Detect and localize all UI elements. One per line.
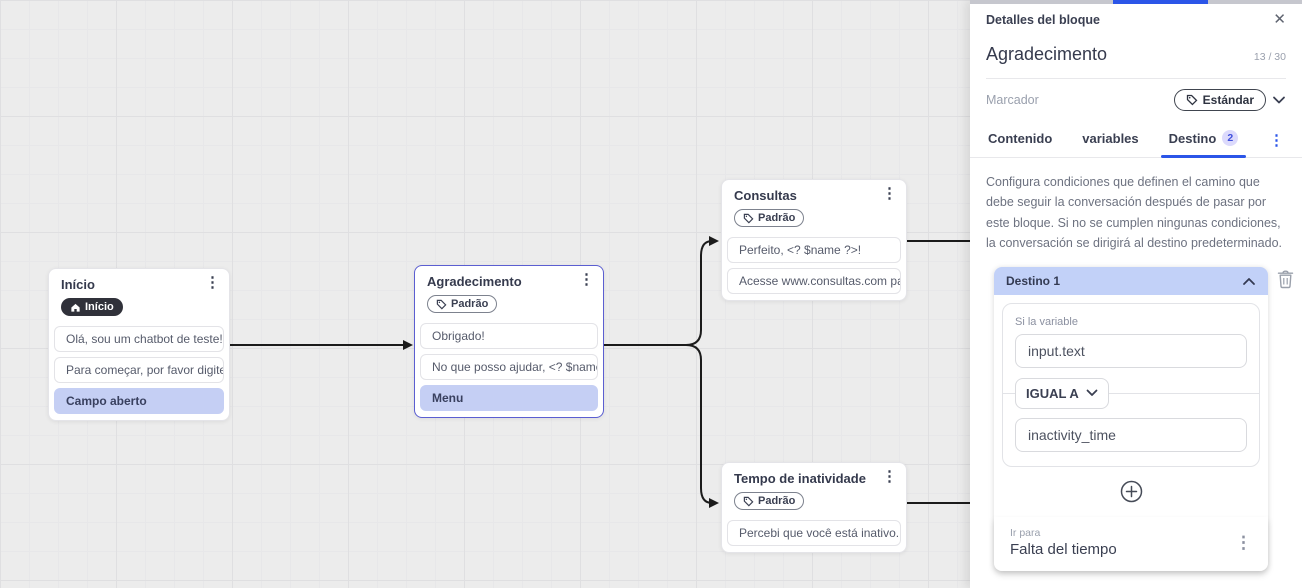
node-title: Início bbox=[61, 277, 95, 292]
goto-label: Ir para bbox=[1010, 527, 1041, 539]
marker-tag-pill[interactable]: Estándar bbox=[1173, 89, 1266, 111]
message-rows: Perfeito, <? $name ?>! Acesse www.consul… bbox=[727, 236, 901, 294]
node-type-badge: Padrão bbox=[427, 295, 498, 313]
destino-section: Destino 1 Si la variable IGUAL A bbox=[970, 265, 1302, 571]
node-title: Tempo de inatividade bbox=[734, 471, 866, 486]
node-header: Consultas ⋮ bbox=[727, 186, 901, 203]
destino-count-badge: 2 bbox=[1222, 130, 1239, 146]
open-field-row[interactable]: Campo aberto bbox=[54, 387, 224, 414]
operator-label: IGUAL A bbox=[1026, 385, 1079, 401]
delete-destino-button[interactable] bbox=[1277, 270, 1294, 294]
tab-label: Contenido bbox=[988, 131, 1053, 146]
block-name[interactable]: Agradecimento bbox=[986, 44, 1108, 64]
message-row[interactable]: Obrigado! bbox=[420, 322, 598, 349]
marker-placeholder[interactable]: Marcador bbox=[986, 93, 1039, 107]
destino-description: Configura condiciones que definen el cam… bbox=[986, 175, 1282, 250]
panel-tabs: Contenido variables Destino 2 ⋮ bbox=[970, 120, 1302, 158]
node-title: Agradecimento bbox=[427, 274, 522, 289]
variable-input[interactable] bbox=[1015, 334, 1247, 368]
message-row[interactable]: Para começar, por favor digite o ... bbox=[54, 356, 224, 383]
tag-icon bbox=[743, 213, 754, 223]
badge-label: Padrão bbox=[451, 298, 489, 310]
message-rows: Obrigado! No que posso ajudar, <? $name … bbox=[420, 322, 598, 411]
tag-icon bbox=[436, 299, 447, 309]
destino-card-body: Si la variable IGUAL A bbox=[994, 295, 1268, 571]
chevron-down-icon[interactable] bbox=[1272, 95, 1286, 105]
home-icon bbox=[71, 303, 80, 312]
trash-icon bbox=[1277, 270, 1294, 289]
operator-row: IGUAL A bbox=[1003, 376, 1259, 410]
node-agradecimento[interactable]: Agradecimento ⋮ Padrão Obrigado! No que … bbox=[414, 265, 604, 418]
destino-card-title: Destino 1 bbox=[1006, 274, 1061, 288]
value-input[interactable] bbox=[1015, 418, 1247, 452]
node-tempo-inatividade[interactable]: Tempo de inatividade ⋮ Padrão Percebi qu… bbox=[721, 462, 907, 553]
active-tab-indicator bbox=[1113, 0, 1208, 4]
kebab-menu-icon[interactable]: ⋮ bbox=[579, 271, 594, 288]
tab-destino[interactable]: Destino 2 bbox=[1160, 122, 1246, 158]
block-name-row: Agradecimento 13 / 30 bbox=[986, 31, 1286, 79]
panel-tab-strip bbox=[970, 0, 1302, 4]
add-condition-row bbox=[1002, 480, 1260, 508]
node-header: Agradecimento ⋮ bbox=[420, 272, 598, 289]
chevron-down-icon bbox=[1086, 389, 1098, 396]
panel-title: Detalles del bloque bbox=[986, 13, 1100, 27]
tab-variables[interactable]: variables bbox=[1080, 123, 1140, 157]
tag-icon bbox=[1186, 94, 1198, 106]
kebab-menu-icon[interactable]: ⋮ bbox=[205, 274, 220, 291]
badge-label: Padrão bbox=[758, 495, 796, 507]
kebab-menu-icon[interactable]: ⋮ bbox=[882, 185, 897, 202]
badge-label: Padrão bbox=[758, 212, 796, 224]
tab-label: Destino bbox=[1168, 130, 1217, 146]
goto-section: Ir para Falta del tiempo ⋮ bbox=[994, 517, 1268, 571]
node-type-badge: Início bbox=[61, 298, 123, 316]
node-title: Consultas bbox=[734, 188, 797, 203]
message-row[interactable]: Acesse www.consultas.com par... bbox=[727, 267, 901, 294]
destino-card: Destino 1 Si la variable IGUAL A bbox=[994, 267, 1268, 571]
kebab-menu-icon[interactable]: ⋮ bbox=[882, 468, 897, 485]
add-condition-button[interactable] bbox=[1120, 480, 1143, 503]
tab-contenido[interactable]: Contenido bbox=[986, 123, 1054, 157]
node-inicio[interactable]: Início ⋮ Início Olá, sou um chatbot de t… bbox=[48, 268, 230, 421]
node-consultas[interactable]: Consultas ⋮ Padrão Perfeito, <? $name ?>… bbox=[721, 179, 907, 301]
menu-row[interactable]: Menu bbox=[420, 384, 598, 411]
message-row[interactable]: Perfeito, <? $name ?>! bbox=[727, 236, 901, 263]
message-rows: Olá, sou um chatbot de teste! Para começ… bbox=[54, 325, 224, 414]
message-row[interactable]: No que posso ajudar, <? $name ... bbox=[420, 353, 598, 380]
node-type-badge: Padrão bbox=[734, 209, 805, 227]
badge-label: Início bbox=[85, 301, 114, 313]
goto-value[interactable]: Falta del tiempo bbox=[1010, 541, 1117, 558]
marker-row: Marcador Estándar bbox=[986, 79, 1286, 120]
goto-kebab-menu-icon[interactable]: ⋮ bbox=[1235, 532, 1252, 552]
tabs-kebab-menu-icon[interactable]: ⋮ bbox=[1269, 132, 1284, 149]
node-header: Início ⋮ bbox=[54, 275, 224, 292]
chevron-up-icon[interactable] bbox=[1242, 277, 1256, 286]
close-icon[interactable]: ✕ bbox=[1273, 11, 1286, 28]
node-header: Tempo de inatividade ⋮ bbox=[727, 469, 901, 486]
tab-label: variables bbox=[1082, 131, 1139, 146]
char-counter: 13 / 30 bbox=[1253, 51, 1286, 63]
panel-header: Detalles del bloque ✕ bbox=[970, 4, 1302, 31]
condition-label: Si la variable bbox=[1015, 316, 1078, 328]
tag-icon bbox=[743, 496, 754, 506]
marker-tag-label: Estándar bbox=[1202, 93, 1254, 107]
operator-select[interactable]: IGUAL A bbox=[1015, 377, 1109, 409]
message-row[interactable]: Percebi que você está inativo. C... bbox=[727, 519, 901, 546]
message-row[interactable]: Olá, sou um chatbot de teste! bbox=[54, 325, 224, 352]
node-type-badge: Padrão bbox=[734, 492, 805, 510]
condition-card: Si la variable IGUAL A bbox=[1002, 303, 1260, 467]
destino-card-header[interactable]: Destino 1 bbox=[994, 267, 1268, 295]
block-details-panel: Detalles del bloque ✕ Agradecimento 13 /… bbox=[970, 0, 1302, 588]
message-rows: Percebi que você está inativo. C... bbox=[727, 519, 901, 546]
plus-circle-icon bbox=[1120, 480, 1142, 503]
